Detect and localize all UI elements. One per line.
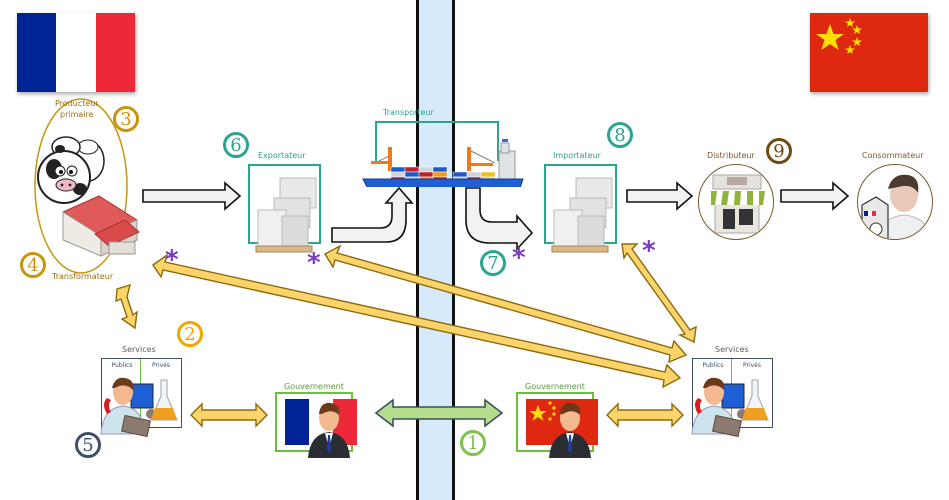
- link-arrow-transformer-services-fr: [115, 283, 138, 330]
- step-1-badge: 1: [460, 430, 486, 456]
- government-official-icon: [547, 400, 593, 458]
- pallet-boxes-icon: [548, 172, 618, 256]
- transporter-box: [375, 121, 499, 161]
- asterisk-exporter: *: [307, 248, 321, 278]
- officer-icon: [95, 374, 190, 444]
- flow-arrow-producer-exporter: [142, 181, 242, 211]
- pallet-boxes-icon: [252, 172, 322, 256]
- services-fr-label: Services: [122, 345, 156, 354]
- asterisk-transformer: *: [165, 245, 179, 275]
- services-fr-public: Publics: [111, 362, 133, 369]
- services-cn-label: Services: [715, 345, 749, 354]
- link-arrow-gouv-fr-cn: [374, 398, 504, 428]
- cow-icon: [36, 133, 110, 205]
- transporter-label: Transporteur: [383, 108, 434, 117]
- link-arrow-services-gouv-fr: [190, 402, 268, 428]
- link-arrow-importer-services-cn: [621, 243, 697, 344]
- consumer-label: Consommateur: [862, 151, 924, 160]
- gouv-fr-label: Gouvernement: [284, 382, 344, 391]
- china-flag-icon: [810, 13, 928, 92]
- step-5-badge: 5: [75, 432, 101, 458]
- transformer-label: Transformateur: [52, 272, 114, 281]
- services-fr-private: Privés: [151, 362, 170, 369]
- flow-arrow-importer-distributor: [626, 181, 694, 211]
- gouv-cn-label: Gouvernement: [525, 382, 585, 391]
- producer-label: Producteur primaire: [55, 99, 99, 119]
- government-official-icon: [306, 400, 352, 458]
- factory-icon: [55, 190, 141, 258]
- importer-label: Importateur: [553, 151, 601, 160]
- step-4-badge: 4: [20, 252, 46, 278]
- asterisk-transport: *: [512, 243, 526, 273]
- step-8-badge: 8: [607, 122, 633, 148]
- link-arrow-exporter-services-cn: [324, 244, 688, 364]
- step-7-badge: 7: [480, 250, 506, 276]
- link-arrow-transformer-services-cn: [152, 253, 682, 389]
- services-cn-private: Privés: [742, 362, 761, 369]
- flow-arrow-distributor-consumer: [780, 181, 850, 211]
- shop-icon: [698, 164, 774, 240]
- officer-icon: [686, 374, 781, 444]
- producer-ellipse: [34, 98, 128, 274]
- exporter-label: Exportateur: [258, 151, 306, 160]
- france-flag-icon: [17, 13, 135, 92]
- distributor-label: Distributeur: [707, 151, 755, 160]
- cargo-ship-icon: [361, 137, 526, 187]
- step-3-badge: 3: [113, 106, 139, 132]
- step-6-badge: 6: [223, 132, 249, 158]
- flow-arrow-ship-importer: [465, 187, 534, 252]
- asterisk-importer: *: [642, 236, 656, 266]
- link-arrow-gouv-services-cn: [606, 402, 684, 428]
- services-cn-public: Publics: [702, 362, 724, 369]
- step-9-badge: 9: [766, 138, 792, 164]
- flow-arrow-exporter-ship: [331, 186, 414, 243]
- step-2-badge: 2: [177, 321, 203, 347]
- consumer-milk-icon: [857, 164, 933, 240]
